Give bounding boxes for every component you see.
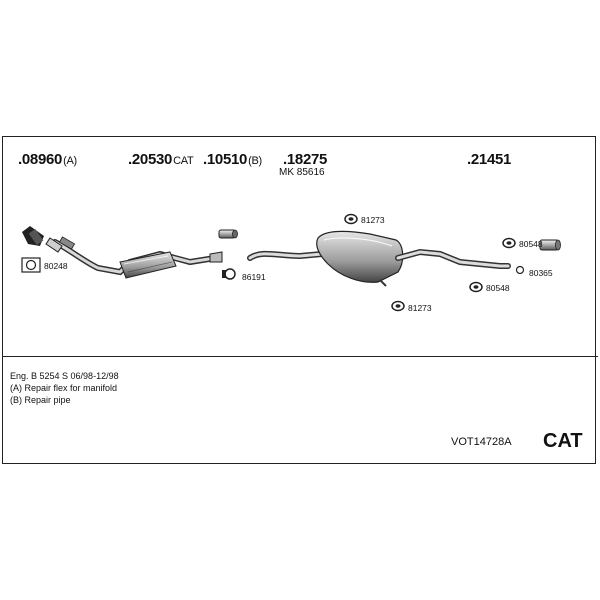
tail-pipe-icon [539, 239, 561, 251]
part-number-flex: .08960(A) [18, 151, 77, 168]
label-sealing-ring: 80365 [529, 268, 553, 278]
label-mount-bottom: 81273 [408, 303, 432, 313]
front-pipe-catalyst [45, 236, 223, 279]
part-number-middle-silencer: .18275 [283, 151, 328, 168]
diagram-frame [2, 136, 596, 464]
flex-joint-icon [22, 226, 44, 246]
label-gasket: 80248 [44, 261, 68, 271]
label-mount-rear-top: 80548 [519, 239, 543, 249]
part-number-repair-pipe: .10510(B) [203, 151, 262, 168]
sealing-ring-icon [515, 265, 525, 275]
middle-silencer [247, 230, 511, 287]
rubber-mount-icon [344, 213, 358, 225]
engine-note: Eng. B 5254 S 06/98-12/98 [10, 371, 119, 381]
label-clamp: 86191 [242, 272, 266, 282]
note-a: (A) Repair flex for manifold [10, 383, 118, 393]
rubber-mount-icon [391, 300, 405, 312]
part-number-tail-pipe: .21451 [467, 151, 512, 168]
clamp-icon [222, 268, 236, 280]
notes-divider [2, 356, 598, 357]
kit-code: VOT14728A [451, 436, 512, 448]
gasket-icon [21, 257, 41, 273]
rubber-mount-icon [502, 237, 516, 249]
mounting-kit-number: MK 85616 [279, 167, 325, 178]
label-mount-rear-bottom: 80548 [486, 283, 510, 293]
note-b: (B) Repair pipe [10, 395, 71, 405]
rubber-mount-icon [469, 281, 483, 293]
label-mount-top: 81273 [361, 215, 385, 225]
cat-badge: CAT [543, 430, 583, 452]
part-number-catalyst: .20530CAT [128, 151, 194, 168]
repair-pipe-icon [218, 229, 238, 239]
